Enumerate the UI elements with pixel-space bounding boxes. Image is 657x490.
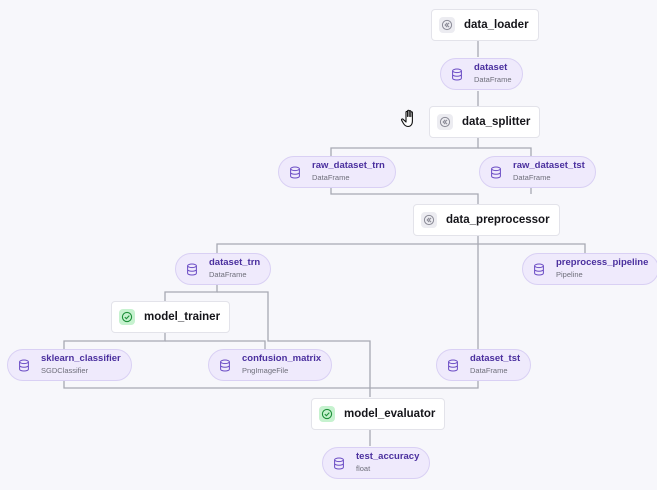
artifact-node-test-accuracy[interactable]: test_accuracy float <box>322 447 431 479</box>
task-node-model-trainer[interactable]: model_trainer <box>111 301 231 333</box>
rewind-circle-icon <box>421 212 437 228</box>
artifact-type: DataFrame <box>470 366 508 376</box>
database-icon <box>450 67 464 81</box>
artifact-type: DataFrame <box>209 270 247 280</box>
task-node-data-loader[interactable]: data_loader <box>431 9 539 41</box>
task-name: data_preprocessor <box>446 214 550 226</box>
artifact-name: dataset_trn <box>209 257 261 269</box>
artifact-name: test_accuracy <box>356 451 420 463</box>
artifact-name: confusion_matrix <box>242 353 322 365</box>
database-icon <box>332 456 346 470</box>
artifact-type: Pipeline <box>556 270 583 280</box>
artifact-name: dataset_tst <box>470 353 521 365</box>
database-icon <box>489 165 503 179</box>
artifact-node-raw-dataset-trn[interactable]: raw_dataset_trn DataFrame <box>278 156 396 188</box>
task-name: model_trainer <box>144 311 221 323</box>
task-name: model_evaluator <box>344 408 436 420</box>
grab-hand-cursor-icon <box>400 108 420 130</box>
artifact-node-sklearn-classifier[interactable]: sklearn_classifier SGDClassifier <box>7 349 132 381</box>
artifact-name: raw_dataset_tst <box>513 160 585 172</box>
edge-raw-trn-to-data-preprocessor <box>330 186 479 204</box>
artifact-name: dataset <box>474 62 508 74</box>
artifact-type: PngImageFile <box>242 366 289 376</box>
database-icon <box>17 358 31 372</box>
edge-dataset-tst-to-model-evaluator <box>370 380 479 389</box>
task-node-data-preprocessor[interactable]: data_preprocessor <box>413 204 560 236</box>
edge-model-trainer-to-confusion-matrix <box>165 340 266 349</box>
task-name: data_splitter <box>462 116 531 128</box>
database-icon <box>288 165 302 179</box>
artifact-name: sklearn_classifier <box>41 353 121 365</box>
check-circle-icon <box>319 406 335 422</box>
task-node-model-evaluator[interactable]: model_evaluator <box>311 398 446 430</box>
edge-data-splitter-to-raw-trn <box>330 138 479 156</box>
artifact-node-preprocess-pipeline[interactable]: preprocess_pipeline Pipeline <box>522 253 657 285</box>
rewind-circle-icon <box>437 114 453 130</box>
artifact-node-dataset-tst[interactable]: dataset_tst DataFrame <box>436 349 532 381</box>
edge-dataset-trn-to-model-evaluator <box>217 291 371 397</box>
artifact-type: DataFrame <box>474 75 512 85</box>
artifact-name: preprocess_pipeline <box>556 257 649 269</box>
edge-data-preprocessor-to-dataset-trn <box>216 236 479 253</box>
artifact-name: raw_dataset_trn <box>312 160 385 172</box>
database-icon <box>446 358 460 372</box>
artifact-type: float <box>356 464 371 474</box>
edge-sklearn-classifier-to-model-evaluator <box>63 380 370 389</box>
task-name: data_loader <box>464 19 529 31</box>
artifact-type: SGDClassifier <box>41 366 89 376</box>
database-icon <box>218 358 232 372</box>
edge-dataset-trn-to-model-trainer <box>164 283 218 301</box>
artifact-node-dataset[interactable]: dataset DataFrame <box>440 58 523 90</box>
artifact-node-dataset-trn[interactable]: dataset_trn DataFrame <box>175 253 272 285</box>
edge-data-preprocessor-to-pipeline <box>478 243 586 253</box>
edge-model-trainer-to-sklearn-classifier <box>63 333 166 349</box>
database-icon <box>532 262 546 276</box>
task-node-data-splitter[interactable]: data_splitter <box>429 106 541 138</box>
artifact-type: DataFrame <box>513 173 551 183</box>
check-circle-icon <box>119 309 135 325</box>
rewind-circle-icon <box>439 17 455 33</box>
database-icon <box>185 262 199 276</box>
artifact-node-raw-dataset-tst[interactable]: raw_dataset_tst DataFrame <box>479 156 596 188</box>
edge-data-splitter-to-raw-tst <box>478 147 532 156</box>
artifact-type: DataFrame <box>312 173 350 183</box>
artifact-node-confusion-matrix[interactable]: confusion_matrix PngImageFile <box>208 349 333 381</box>
